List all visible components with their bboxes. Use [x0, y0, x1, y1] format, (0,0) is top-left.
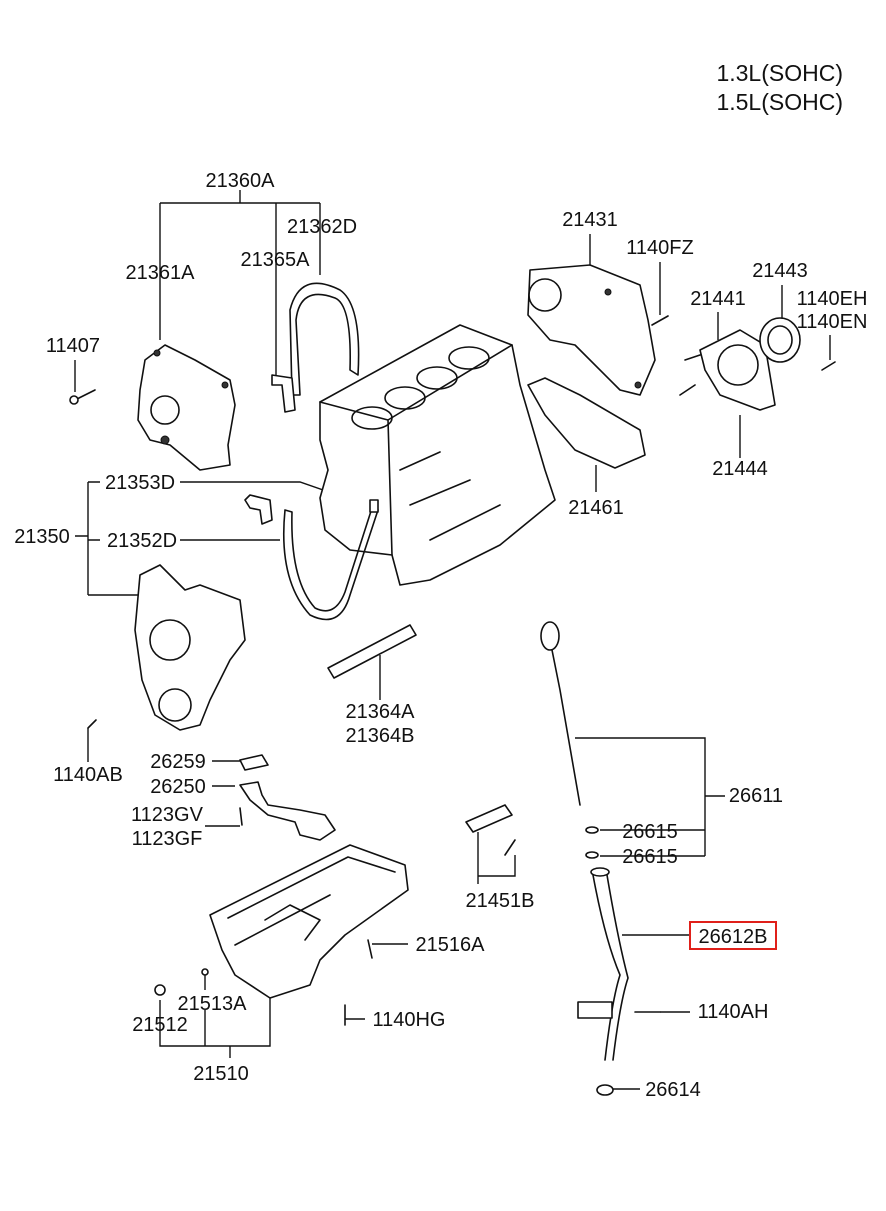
part-label: 21353D: [105, 472, 175, 494]
part-label: 26615: [622, 846, 678, 868]
bolt-21516a: [367, 939, 373, 959]
part-label: 21516A: [416, 934, 486, 956]
bolt-1140ab: [87, 719, 97, 729]
part-label: 21451B: [466, 890, 535, 912]
seal-plug: [369, 499, 379, 513]
highlight-26612b: [689, 921, 777, 950]
leader-lines: [74, 190, 831, 1090]
dipstick-guide-tube: [577, 867, 629, 1061]
part-label: 26614: [645, 1079, 701, 1101]
engine-block: [319, 324, 556, 586]
rear-plate: [527, 264, 656, 396]
part-label: 21364B: [346, 725, 415, 747]
part-label: 21513A: [178, 993, 248, 1015]
o-ring-26615b: [585, 851, 599, 859]
o-ring-26615a: [585, 826, 599, 834]
oil-screen: [239, 754, 336, 841]
part-label: 11407: [46, 335, 100, 357]
part-label: 26611: [729, 785, 783, 807]
timing-belt: [289, 282, 360, 396]
part-label: 1140HG: [372, 1009, 445, 1031]
part-label: 1140FZ: [626, 237, 693, 259]
part-label: 21352D: [107, 530, 177, 552]
part-label: 26250: [150, 776, 206, 798]
bolt-11407: [69, 389, 96, 405]
sealant-tube: [465, 804, 516, 856]
engine-spec-1: 1.3L(SOHC): [716, 60, 843, 86]
part-label: 1140EN: [797, 311, 868, 333]
part-label: 1140EH: [797, 288, 868, 310]
part-label: 26259: [150, 751, 206, 773]
part-label: 21350: [14, 526, 70, 548]
part-label: 21444: [712, 458, 768, 480]
shield-21461: [527, 377, 646, 469]
part-labels: 21360A 21362D 21361A 21365A 11407 21431 …: [14, 170, 867, 1101]
part-label: 21360A: [206, 170, 276, 192]
oil-dipstick: [540, 621, 581, 806]
timing-cover-lower: [134, 564, 246, 731]
oil-seal-case: [679, 329, 776, 411]
bolt-1140fz: [651, 315, 669, 326]
part-label: 1140AB: [53, 764, 123, 786]
timing-cover-upper: [137, 344, 236, 471]
part-label: 21362D: [287, 216, 357, 238]
part-label: 21364A: [346, 701, 416, 723]
part-label: 21512: [132, 1014, 188, 1036]
bolt-1140eh: [821, 361, 836, 371]
washer-21513a: [201, 968, 209, 976]
part-label: 21443: [752, 260, 808, 282]
part-label: 21461: [568, 497, 624, 519]
part-label-highlighted: 26612B: [699, 926, 768, 948]
part-label: 21365A: [241, 249, 311, 271]
part-label: 26615: [622, 821, 678, 843]
oil-seal: [759, 317, 801, 363]
part-label: 21431: [562, 209, 618, 231]
part-label: 1140AH: [698, 1001, 769, 1023]
bar-21364a: [327, 624, 417, 679]
engine-spec-2: 1.5L(SOHC): [716, 89, 843, 115]
oil-pan: [209, 844, 409, 999]
o-ring-26614: [596, 1084, 614, 1096]
gasket-21353d: [244, 494, 273, 525]
bolt-21512: [154, 984, 166, 996]
part-label: 1123GF: [132, 828, 203, 850]
part-label: 21510: [193, 1063, 249, 1085]
part-label: 21441: [690, 288, 746, 310]
belt-guide-plate: [271, 374, 296, 413]
part-label: 1123GV: [131, 804, 204, 826]
part-label: 21361A: [126, 262, 196, 284]
